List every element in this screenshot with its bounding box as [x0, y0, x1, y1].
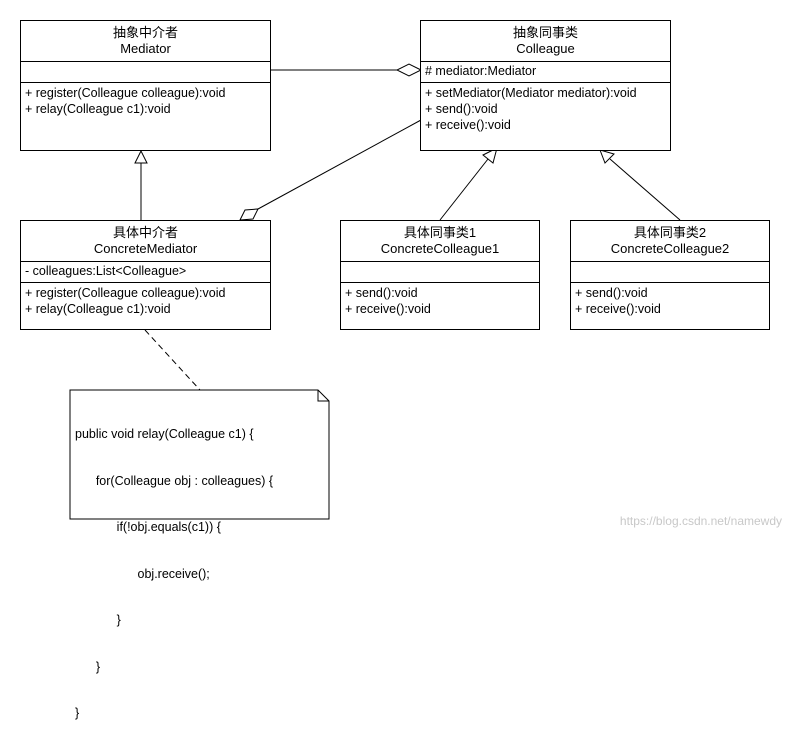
operation: + register(Colleague colleague):void [25, 86, 226, 100]
relationship-lines [69, 63, 681, 520]
class-name: ConcreteColleague2 [610, 241, 730, 256]
generalization-arrow-colleague2 [599, 149, 615, 164]
class-name: Colleague [516, 41, 575, 56]
class-header: 抽象中介者 Mediator [21, 21, 270, 62]
class-cn-name: 具体同事类2 [633, 225, 707, 240]
attributes-section [571, 262, 769, 283]
note-line: obj.receive(); [75, 566, 210, 581]
class-mediator[interactable]: 抽象中介者 Mediator + register(Colleague coll… [20, 20, 271, 151]
note-line: public void relay(Colleague c1) { [75, 427, 254, 441]
class-header: 具体同事类2 ConcreteColleague2 [571, 221, 769, 262]
class-name: Mediator [120, 41, 171, 56]
class-header: 抽象同事类 Colleague [421, 21, 670, 62]
class-cn-name: 具体同事类1 [403, 225, 477, 240]
note-line: if(!obj.equals(c1)) { [75, 520, 221, 534]
class-concrete-colleague2[interactable]: 具体同事类2 ConcreteColleague2 + send():void … [570, 220, 770, 330]
class-name: ConcreteColleague1 [380, 241, 500, 256]
operation: + send():void [575, 286, 648, 300]
class-cn-name: 抽象同事类 [512, 25, 578, 40]
generalization-colleague1-line [439, 158, 489, 221]
aggregation-concretemediator-colleague-line [257, 119, 422, 210]
generalization-arrow-colleague1 [482, 147, 498, 164]
class-colleague[interactable]: 抽象同事类 Colleague # mediator:Mediator + se… [420, 20, 671, 151]
attributes-section [341, 262, 539, 283]
note-shape [69, 389, 330, 520]
operations-section: + register(Colleague colleague):void + r… [21, 83, 270, 150]
class-concrete-mediator[interactable]: 具体中介者 ConcreteMediator - colleagues:List… [20, 220, 271, 330]
class-header: 具体同事类1 ConcreteColleague1 [341, 221, 539, 262]
class-cn-name: 抽象中介者 [112, 25, 178, 40]
operations-section: + send():void + receive():void [571, 283, 769, 329]
operation: + send():void [425, 102, 498, 116]
operation: + setMediator(Mediator mediator):void [425, 86, 637, 100]
class-cn-name: 具体中介者 [112, 225, 178, 240]
note-line: } [75, 613, 121, 627]
attribute: # mediator:Mediator [425, 64, 537, 78]
aggregation-diamond-concretemediator [239, 208, 259, 221]
note-line: for(Colleague obj : colleagues) { [75, 473, 274, 488]
operation: + receive():void [575, 302, 661, 316]
generalization-colleague2-line [609, 158, 681, 221]
watermark: https://blog.csdn.net/namewdy [619, 514, 782, 528]
class-concrete-colleague1[interactable]: 具体同事类1 ConcreteColleague1 + send():void … [340, 220, 540, 330]
note-fold [317, 390, 329, 402]
operation: + relay(Colleague c1):void [25, 302, 171, 316]
attribute: - colleagues:List<Colleague> [25, 264, 187, 278]
operations-section: + register(Colleague colleague):void + r… [21, 283, 270, 329]
class-name: ConcreteMediator [93, 241, 198, 256]
attributes-section [21, 62, 270, 83]
operations-section: + setMediator(Mediator mediator):void + … [421, 83, 670, 150]
operations-section: + send():void + receive():void [341, 283, 539, 329]
generalization-arrow-mediator [134, 149, 148, 164]
operation: + register(Colleague colleague):void [25, 286, 226, 300]
code-note: public void relay(Colleague c1) { for(Co… [75, 396, 325, 737]
note-anchor-line [144, 329, 201, 391]
note-line: } [75, 659, 101, 674]
operation: + receive():void [425, 118, 511, 132]
operation: + send():void [345, 286, 418, 300]
operation: + relay(Colleague c1):void [25, 102, 171, 116]
note-line: } [75, 706, 80, 720]
attributes-section: - colleagues:List<Colleague> [21, 262, 270, 283]
attributes-section: # mediator:Mediator [421, 62, 670, 83]
operation: + receive():void [345, 302, 431, 316]
class-header: 具体中介者 ConcreteMediator [21, 221, 270, 262]
aggregation-diamond-colleague [395, 63, 423, 77]
